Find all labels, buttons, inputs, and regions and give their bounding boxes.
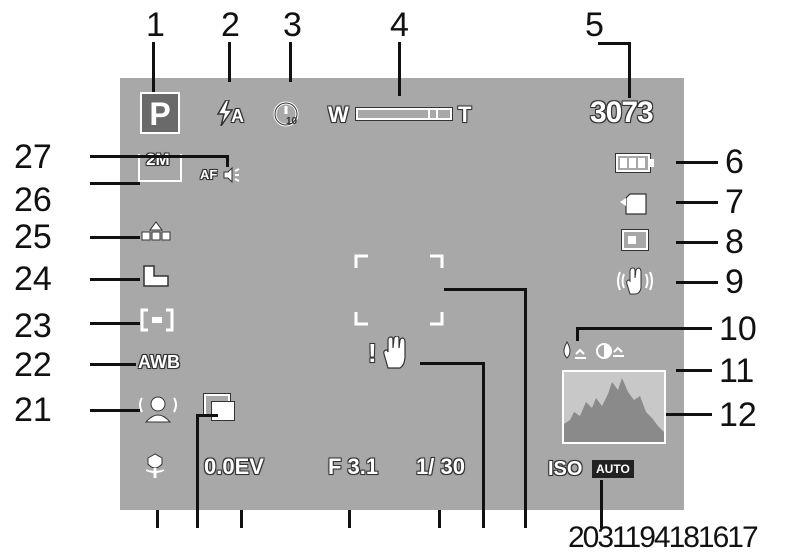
histogram-icon: [562, 370, 666, 444]
leader-line-10-v: [576, 327, 579, 341]
leader-line-8: [676, 241, 718, 244]
leader-line-19: [156, 510, 159, 528]
image-size-icon: [142, 264, 170, 288]
callout-number-10: 10: [719, 310, 757, 348]
callout-number-22: 22: [14, 346, 52, 384]
callout-number-4: 4: [390, 6, 409, 44]
leader-line-27: [90, 155, 228, 158]
storage-card-icon: [620, 192, 650, 216]
leader-line-16: [438, 510, 441, 528]
af-label: AF: [200, 167, 218, 182]
callout-number-bottom-row: 2031194181617: [568, 521, 759, 554]
mode-letter: P: [149, 96, 171, 132]
program-mode-icon: P: [140, 92, 180, 134]
callout-number-12: 12: [719, 396, 757, 434]
shake-warning-icon: !: [368, 336, 410, 372]
resolution-value: 2M: [146, 150, 170, 169]
camera-lcd-screen: P A 10 W T 3073 AF: [120, 78, 684, 510]
callout-number-11: 11: [719, 352, 755, 390]
leader-line-2: [228, 42, 231, 82]
zoom-track: [356, 108, 452, 120]
leader-line-4: [398, 42, 401, 96]
focus-frame-icon: [354, 254, 444, 326]
white-balance-label: AWB: [138, 352, 180, 372]
leader-line-13-h: [420, 362, 484, 365]
leader-line-1: [152, 42, 155, 92]
leader-line-18: [240, 510, 243, 528]
leader-line-24: [90, 278, 140, 281]
leader-line-20: [196, 414, 199, 528]
leader-line-9: [676, 281, 718, 284]
leader-line-10: [576, 327, 712, 330]
sharpness-icon: [560, 340, 590, 362]
leader-line-23: [90, 322, 140, 325]
saturation-icon: [596, 340, 630, 362]
continuous-shot-icon: [204, 394, 238, 424]
resolution-icon: 2M: [138, 150, 182, 182]
callout-number-6: 6: [725, 143, 744, 181]
leader-line-25: [90, 236, 140, 239]
macro-icon: [142, 452, 168, 480]
iso-label: ISO: [548, 458, 583, 480]
callout-number-1: 1: [146, 6, 165, 44]
callout-number-7: 7: [725, 183, 744, 221]
anti-shake-icon: [614, 266, 656, 296]
leader-line-14: [524, 288, 527, 528]
metering-icon: [140, 308, 174, 332]
flash-mode-label: A: [231, 106, 244, 126]
leader-line-5-top: [598, 42, 631, 45]
leader-line-3: [289, 42, 292, 82]
leader-line-17: [348, 510, 351, 528]
callout-number-5: 5: [585, 6, 604, 44]
leader-line-15: [600, 480, 603, 528]
face-detection-icon: [138, 394, 178, 424]
callout-number-8: 8: [725, 223, 744, 261]
timer-value: 10: [286, 116, 298, 127]
zoom-bar-icon: W T: [328, 100, 478, 128]
callout-number-2: 2: [221, 6, 240, 44]
zoom-tele-label: T: [458, 102, 472, 127]
leader-line-27-v: [226, 155, 229, 167]
callout-number-9: 9: [725, 263, 744, 301]
leader-line-21: [90, 409, 140, 412]
leader-line-12: [666, 413, 712, 416]
battery-icon: [616, 154, 654, 174]
leader-line-13: [482, 362, 485, 528]
leader-line-14-h: [444, 288, 526, 291]
iso-value: AUTO: [592, 460, 634, 478]
leader-line-22: [90, 363, 136, 366]
self-timer-icon: 10: [272, 98, 302, 130]
shutter-value: 1/ 30: [416, 454, 465, 479]
callout-number-3: 3: [283, 6, 302, 44]
leader-line-26: [90, 182, 140, 185]
callout-number-21: 21: [14, 391, 52, 429]
flash-auto-icon: A: [216, 100, 250, 128]
leader-line-6: [676, 161, 718, 164]
callout-number-26: 26: [14, 181, 52, 219]
callout-number-27: 27: [14, 138, 52, 176]
exposure-value: 0.0EV: [204, 454, 264, 479]
af-lamp-icon: AF: [200, 164, 240, 186]
shots-remaining: 3073: [590, 96, 654, 129]
iso-indicator: ISO AUTO: [548, 458, 658, 482]
zoom-wide-label: W: [328, 102, 349, 127]
callout-number-24: 24: [14, 260, 52, 298]
callout-number-23: 23: [14, 307, 52, 345]
leader-line-20-h: [196, 414, 218, 417]
aperture-value: F 3.1: [328, 454, 379, 479]
leader-line-7: [676, 201, 718, 204]
zoom-handle: [428, 108, 438, 120]
quality-icon: [140, 220, 172, 242]
internal-memory-icon: [622, 230, 648, 250]
callout-number-25: 25: [14, 218, 52, 256]
leader-line-11: [676, 369, 712, 372]
leader-line-5: [628, 42, 631, 98]
